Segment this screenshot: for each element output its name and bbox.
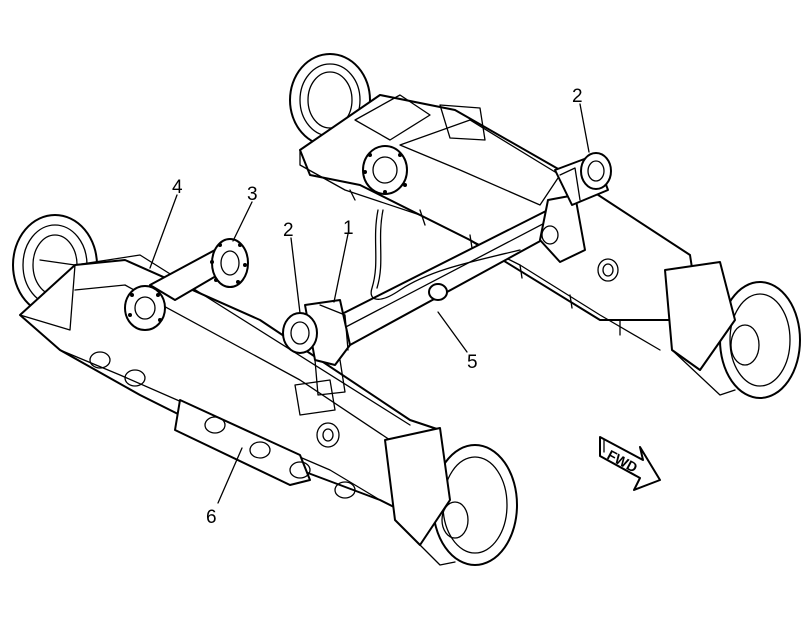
wiring-harness [370, 209, 521, 300]
callout-5: 5 [467, 352, 478, 373]
leader-2a [290, 237, 301, 314]
near-frame-hub [124, 285, 166, 331]
drive-coupling [149, 238, 249, 301]
near-track-rollers [59, 349, 381, 501]
leader-4 [149, 194, 178, 269]
leader-1 [333, 233, 349, 303]
callout-leaders [149, 103, 590, 504]
far-pivot-bearing [554, 152, 612, 206]
callout-3: 3 [247, 184, 258, 205]
callout-2-far: 2 [572, 86, 583, 107]
near-rear-idler [432, 444, 518, 566]
callout-2-near: 2 [283, 220, 294, 241]
forward-direction-arrow: FWD [599, 436, 661, 491]
far-rear-idler [719, 281, 801, 399]
callout-6: 6 [206, 507, 217, 528]
callout-4: 4 [172, 177, 183, 198]
near-pivot-bearing [282, 299, 351, 396]
leader-3 [232, 201, 253, 242]
callout-labels: 1 2 2 3 4 5 6 [172, 86, 583, 528]
callout-1: 1 [343, 218, 354, 239]
leader-2b [579, 103, 590, 153]
equalizer-bar [329, 194, 586, 346]
leader-6 [217, 447, 243, 504]
near-track-roller-frame [12, 214, 518, 566]
leader-5 [437, 311, 468, 353]
far-track-roller-frame [289, 53, 801, 399]
far-frame-hub [362, 145, 408, 195]
